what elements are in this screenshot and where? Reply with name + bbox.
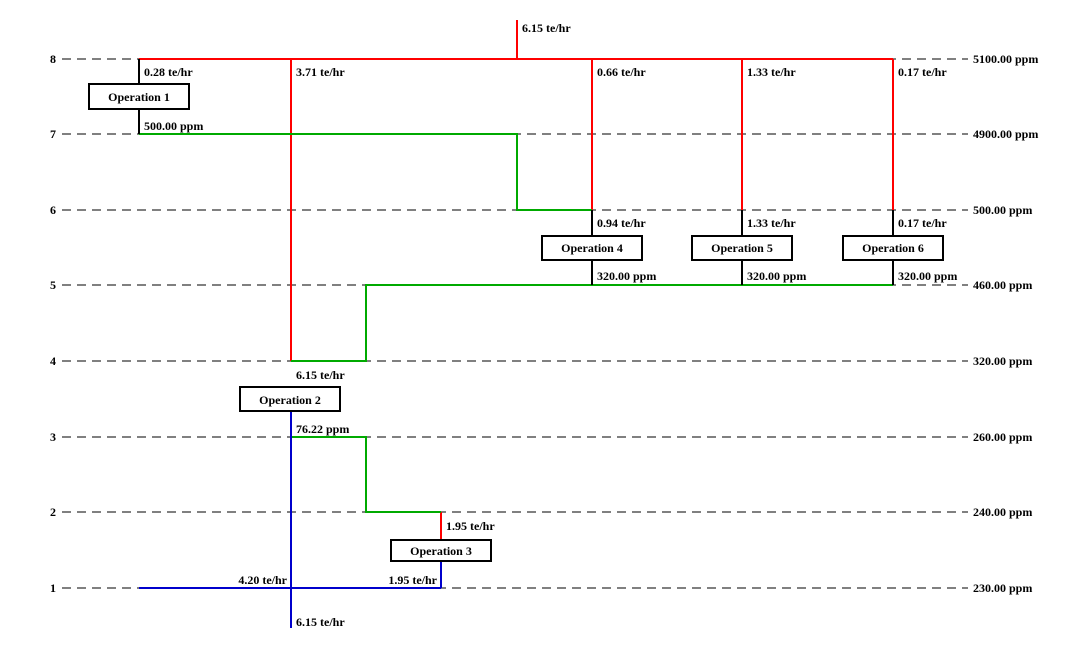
level-concentration-3: 260.00 ppm — [973, 430, 1032, 444]
operation-2-label: Operation 2 — [259, 393, 321, 407]
flow-label-main-branch: 3.71 te/hr — [296, 65, 345, 79]
level-concentration-6: 500.00 ppm — [973, 203, 1032, 217]
connector-stubs — [138, 59, 894, 285]
level-index-7: 7 — [50, 127, 56, 141]
operation-2-box[interactable]: Operation 2 — [239, 386, 341, 412]
outlet-concentration-op4: 320.00 ppm — [597, 269, 656, 283]
level-index-3: 3 — [50, 430, 56, 444]
level-index-6: 6 — [50, 203, 56, 217]
fresh-water-network — [139, 20, 894, 540]
flow-label-op3-in: 1.95 te/hr — [446, 519, 495, 533]
level-grid — [62, 58, 968, 589]
level-concentration-8: 5100.00 ppm — [973, 52, 1038, 66]
operation-4-label: Operation 4 — [561, 241, 623, 255]
level-index-2: 2 — [50, 505, 56, 519]
level-concentration-2: 240.00 ppm — [973, 505, 1032, 519]
flow-label-op4-in: 0.94 te/hr — [597, 216, 646, 230]
level-index-labels: 8 7 6 5 4 3 2 1 — [50, 52, 56, 595]
flow-label-op4-branch: 0.66 te/hr — [597, 65, 646, 79]
outlet-concentration-op5: 320.00 ppm — [747, 269, 806, 283]
level-concentration-labels: 5100.00 ppm 4900.00 ppm 500.00 ppm 460.0… — [973, 52, 1038, 595]
outlet-concentration-labels: 500.00 ppm 320.00 ppm 320.00 ppm 320.00 … — [144, 119, 957, 436]
level-index-4: 4 — [50, 354, 56, 368]
flow-label-op1-in: 0.28 te/hr — [144, 65, 193, 79]
flow-label-waste-left: 4.20 te/hr — [238, 573, 287, 587]
operation-6-label: Operation 6 — [862, 241, 924, 255]
outlet-concentration-op6: 320.00 ppm — [898, 269, 957, 283]
flow-label-op2-in: 6.15 te/hr — [296, 368, 345, 382]
flow-label-op3-out: 1.95 te/hr — [388, 573, 437, 587]
flow-labels: 6.15 te/hr 0.28 te/hr 3.71 te/hr 0.66 te… — [144, 21, 947, 629]
reuse-network — [139, 133, 893, 513]
flow-label-op6-in: 0.17 te/hr — [898, 216, 947, 230]
operation-5-label: Operation 5 — [711, 241, 773, 255]
op1-outlet-reuse-stream — [139, 133, 592, 211]
level-index-5: 5 — [50, 278, 56, 292]
operation-4-box[interactable]: Operation 4 — [541, 235, 643, 261]
operation-1-box[interactable]: Operation 1 — [88, 83, 190, 110]
flow-label-op5-in: 1.33 te/hr — [747, 216, 796, 230]
level-concentration-5: 460.00 ppm — [973, 278, 1032, 292]
level-index-1: 1 — [50, 581, 56, 595]
level-concentration-1: 230.00 ppm — [973, 581, 1032, 595]
outlet-concentration-op1: 500.00 ppm — [144, 119, 203, 133]
flow-label-top-inlet: 6.15 te/hr — [522, 21, 571, 35]
level-concentration-4: 320.00 ppm — [973, 354, 1032, 368]
operation-3-label: Operation 3 — [410, 544, 472, 558]
flow-label-op5-branch: 1.33 te/hr — [747, 65, 796, 79]
op4-6-outlet-reuse-stream — [291, 284, 893, 362]
operation-1-label: Operation 1 — [108, 90, 170, 104]
operation-6-box[interactable]: Operation 6 — [842, 235, 944, 261]
level-concentration-7: 4900.00 ppm — [973, 127, 1038, 141]
flow-label-op6-branch: 0.17 te/hr — [898, 65, 947, 79]
outlet-concentration-op2: 76.22 ppm — [296, 422, 349, 436]
operation-5-box[interactable]: Operation 5 — [691, 235, 793, 261]
level-index-8: 8 — [50, 52, 56, 66]
op2-outlet-reuse-stream — [291, 436, 441, 513]
operation-3-box[interactable]: Operation 3 — [390, 539, 492, 562]
waste-network — [139, 411, 442, 628]
flow-label-bottom-outlet: 6.15 te/hr — [296, 615, 345, 629]
